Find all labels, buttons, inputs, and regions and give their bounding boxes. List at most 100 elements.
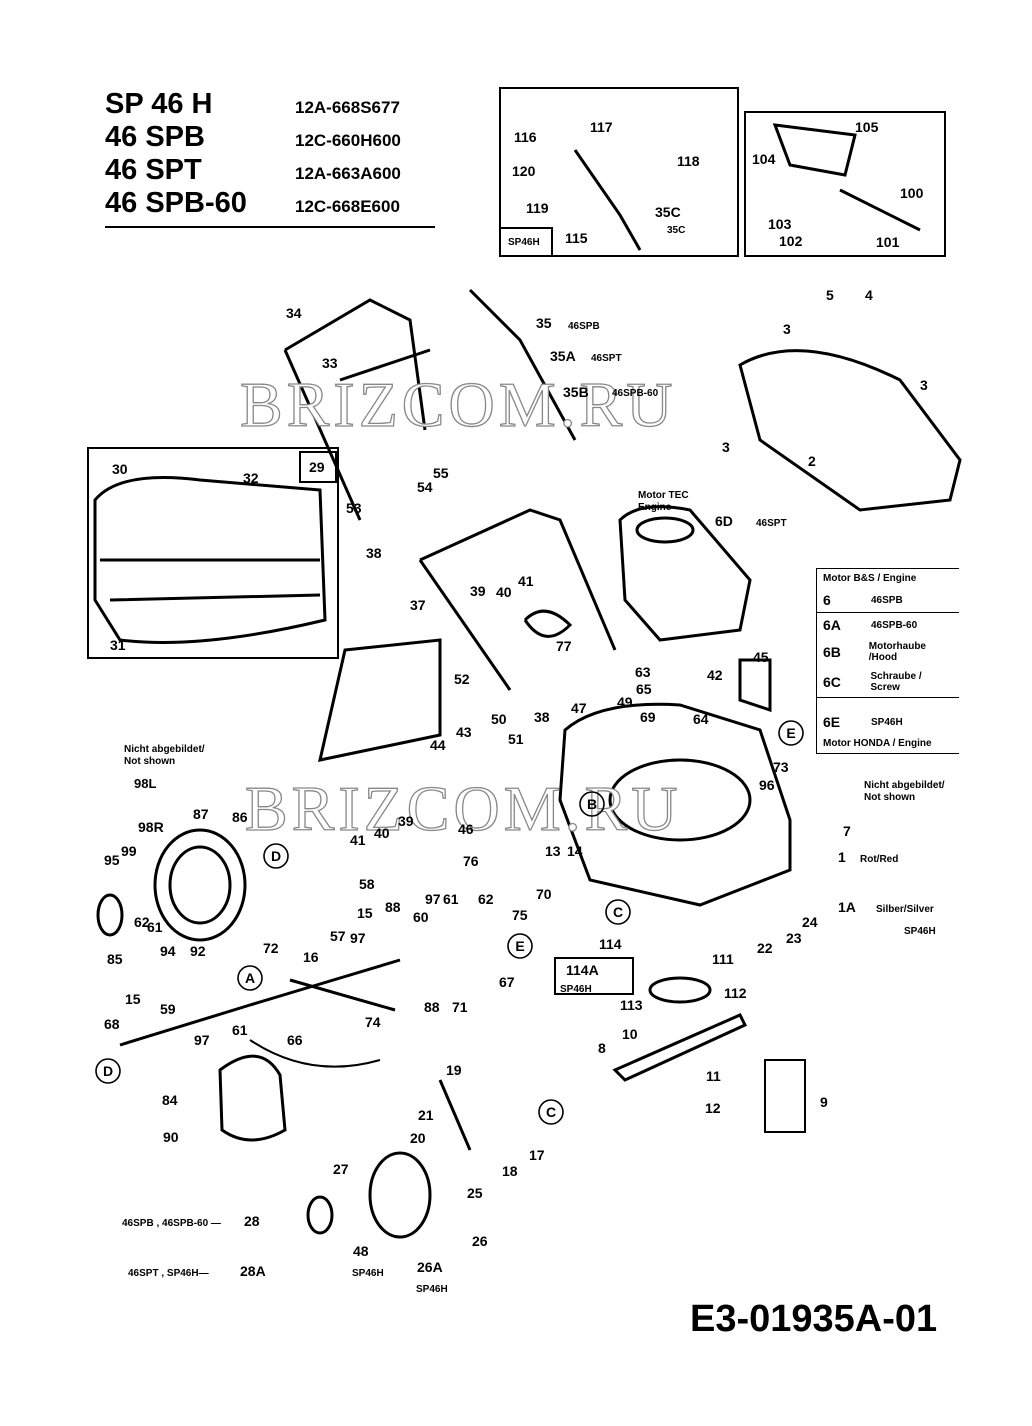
inset-box-catcher bbox=[87, 447, 339, 659]
ref-label-D: D bbox=[271, 848, 281, 864]
callout: 35C bbox=[655, 204, 681, 220]
engine-6D bbox=[618, 505, 752, 642]
callout: 96 bbox=[759, 777, 775, 793]
document-code: E3-01935A-01 bbox=[690, 1298, 938, 1340]
callout: 18 bbox=[502, 1163, 518, 1179]
callout: 9 bbox=[820, 1094, 828, 1110]
callout: 98R bbox=[138, 819, 164, 835]
pulley-113 bbox=[648, 976, 712, 1004]
callout: 11 bbox=[706, 1068, 721, 1084]
callout: 94 bbox=[160, 943, 176, 959]
callout: 86 bbox=[232, 809, 248, 825]
callout: 42 bbox=[707, 667, 723, 683]
callout: 35A bbox=[550, 348, 576, 364]
engine-key: 6B bbox=[823, 644, 841, 660]
callout: 45 bbox=[753, 649, 769, 665]
engine-row: Motor HONDA / Engine bbox=[817, 734, 959, 753]
callout: 6D bbox=[715, 513, 733, 529]
inset-sp46h-tag bbox=[499, 227, 553, 257]
callout: 43 bbox=[456, 724, 472, 740]
callout: 114 bbox=[599, 936, 622, 952]
callout: 62 bbox=[478, 891, 494, 907]
part-114A-box bbox=[554, 957, 634, 995]
engine-val: 46SPB bbox=[871, 594, 903, 606]
engine-val: Motorhaube /Hood bbox=[868, 641, 926, 663]
callout: 113 bbox=[620, 997, 643, 1013]
callout-model: 46SPT bbox=[756, 518, 787, 529]
callout: 35B bbox=[563, 384, 589, 400]
callout: 88 bbox=[385, 899, 401, 915]
callout: 38 bbox=[366, 545, 382, 561]
callout: 66 bbox=[287, 1032, 303, 1048]
callout: 118 bbox=[677, 153, 700, 169]
callout: 51 bbox=[508, 731, 524, 747]
callout: 60 bbox=[413, 909, 429, 925]
callout: 61 bbox=[147, 919, 163, 935]
front-wheel bbox=[368, 1151, 432, 1239]
callout: 19 bbox=[446, 1062, 462, 1078]
callout: 84 bbox=[162, 1092, 178, 1108]
callout: 49 bbox=[617, 694, 633, 710]
ref-circle-E-2 bbox=[507, 933, 533, 959]
callout-note: Rot/Red bbox=[860, 854, 898, 865]
callout: 111 bbox=[712, 951, 734, 967]
model-name: SP 46 H bbox=[105, 88, 213, 120]
callout: 59 bbox=[160, 1001, 176, 1017]
callout-model: SP46H bbox=[904, 926, 936, 937]
callout: 114A bbox=[566, 962, 599, 978]
note-line: Not shown bbox=[864, 792, 916, 803]
callout: 26A bbox=[417, 1259, 443, 1275]
callout: 20 bbox=[410, 1130, 426, 1146]
callout: 3 bbox=[920, 377, 928, 393]
callout: 61 bbox=[443, 891, 459, 907]
callout: 112 bbox=[724, 985, 747, 1001]
callout: 3 bbox=[722, 439, 730, 455]
model-code: 12A-668S677 bbox=[295, 98, 400, 117]
callout: 1 bbox=[838, 849, 846, 865]
callout: 90 bbox=[163, 1129, 179, 1145]
callout: 68 bbox=[104, 1016, 120, 1032]
ref-label-E: E bbox=[515, 938, 524, 954]
callout: 1A bbox=[838, 899, 856, 915]
callout: 2 bbox=[808, 453, 816, 469]
callout: 75 bbox=[512, 907, 528, 923]
callout: 101 bbox=[876, 234, 900, 250]
callout: 70 bbox=[536, 886, 552, 902]
callout: 27 bbox=[333, 1161, 349, 1177]
engine-val: Schraube / Screw bbox=[870, 671, 922, 693]
callout: 28 bbox=[244, 1213, 260, 1229]
callout: 24 bbox=[802, 914, 818, 930]
callout: 61 bbox=[232, 1022, 248, 1038]
hubcap-28 bbox=[306, 1195, 334, 1235]
callout: 97 bbox=[194, 1032, 210, 1048]
callout: 12 bbox=[705, 1100, 721, 1116]
callout: 37 bbox=[410, 597, 426, 613]
engine-row: 6B Motorhaube /Hood bbox=[817, 637, 959, 667]
inset-cable-parts bbox=[573, 149, 921, 251]
model-row: SP 46 H 12A-668S677 bbox=[105, 88, 435, 121]
callout: 8 bbox=[598, 1040, 606, 1056]
drive-belt bbox=[249, 1039, 381, 1068]
callout: 76 bbox=[463, 853, 479, 869]
callout: 85 bbox=[107, 951, 123, 967]
drive-axle bbox=[119, 958, 401, 1047]
callout: 14 bbox=[567, 843, 583, 859]
engine-key: Motor B&S / Engine bbox=[823, 573, 917, 584]
inset-model-tag: SP46H bbox=[508, 237, 540, 248]
callout-model: SP46H bbox=[416, 1284, 448, 1295]
callout: 72 bbox=[263, 940, 279, 956]
ref-label-B: B bbox=[587, 796, 597, 812]
callout: 32 bbox=[243, 470, 259, 486]
callout: 46 bbox=[458, 821, 474, 837]
note-line: Nicht abgebildet/ bbox=[124, 744, 205, 755]
callout: 71 bbox=[452, 999, 468, 1015]
callout: 25 bbox=[467, 1185, 483, 1201]
callout: 26 bbox=[472, 1233, 488, 1249]
ref-circle-D-1 bbox=[263, 843, 289, 869]
callout: 3 bbox=[783, 321, 791, 337]
